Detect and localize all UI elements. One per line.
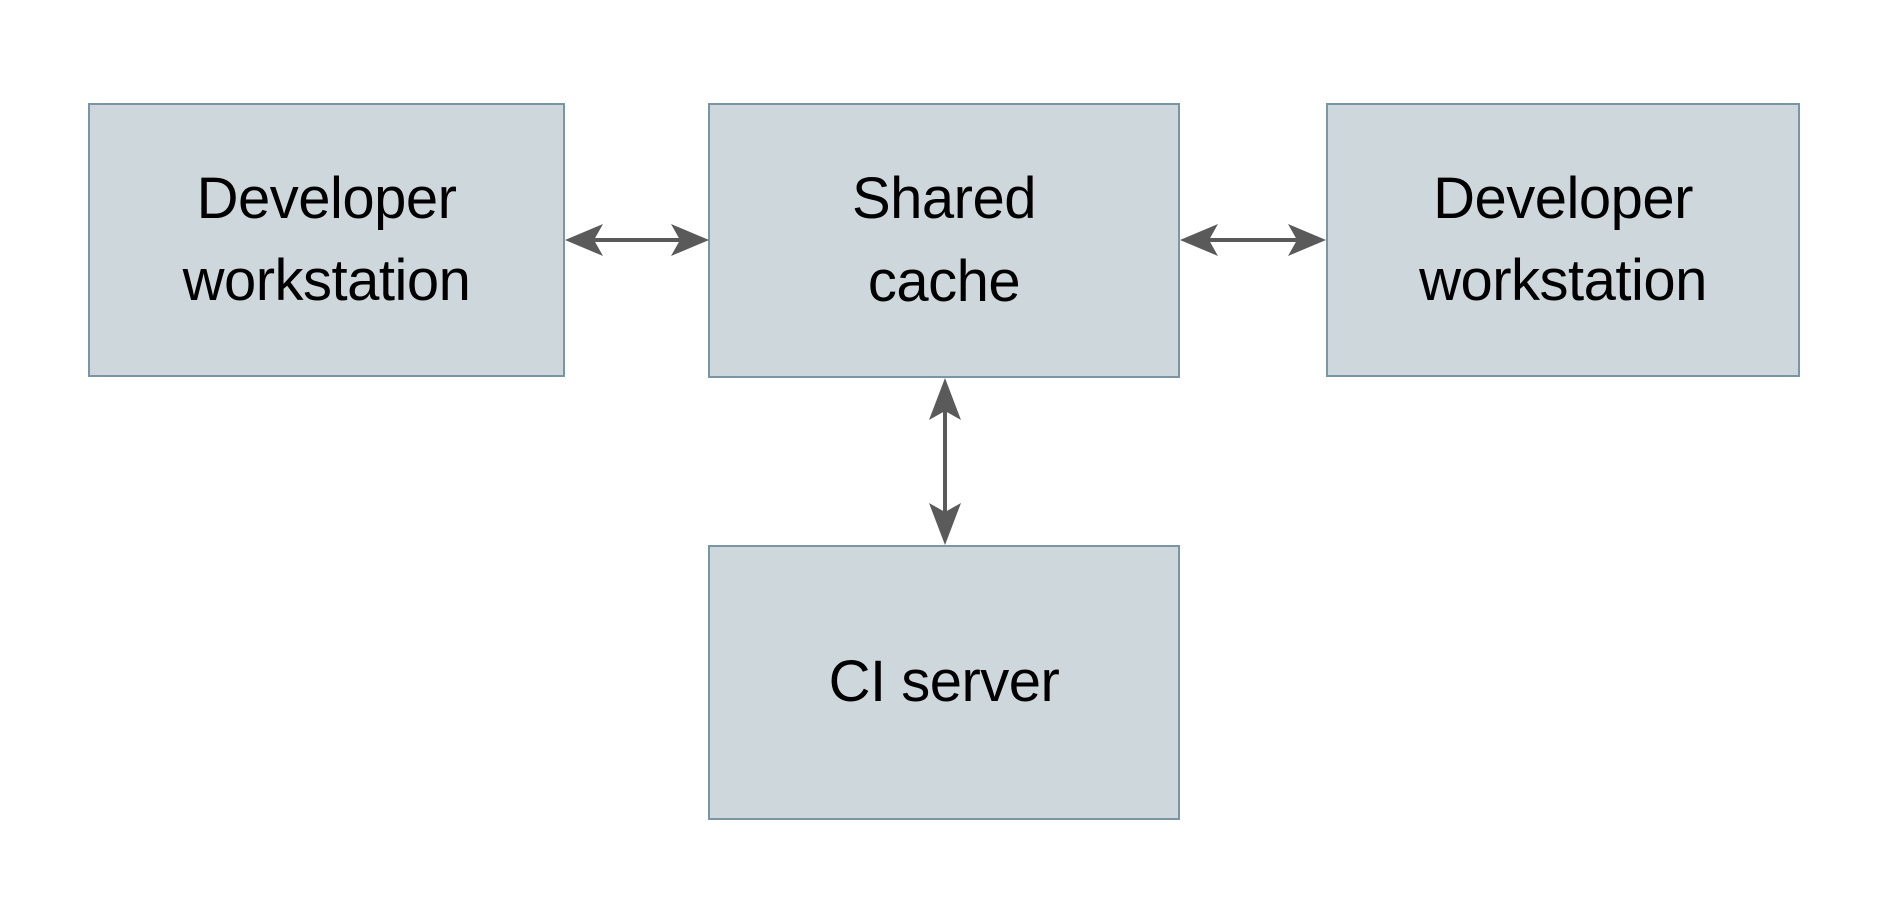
node-label: CI server	[828, 649, 1060, 715]
connector-shaft	[1204, 238, 1302, 242]
arrowhead-down-icon	[929, 503, 961, 545]
node-label: Developer workstation	[1419, 165, 1707, 313]
connector-shared-cache-to-dev-right	[1180, 224, 1326, 256]
arrowhead-left-icon	[565, 224, 603, 256]
node-developer-workstation-right[interactable]: Developer workstation	[1326, 103, 1800, 377]
node-label: Shared cache	[851, 166, 1037, 314]
arrowhead-right-icon	[1288, 224, 1326, 256]
connector-shaft	[943, 398, 947, 525]
node-shared-cache[interactable]: Shared cache	[708, 103, 1180, 378]
node-label: Developer workstation	[182, 165, 471, 313]
connector-dev-left-to-shared-cache	[565, 224, 709, 256]
connector-shaft	[589, 238, 685, 242]
node-developer-workstation-left[interactable]: Developer workstation	[88, 103, 565, 377]
arrowhead-up-icon	[929, 378, 961, 420]
arrowhead-right-icon	[671, 224, 709, 256]
connector-shared-cache-to-ci-server	[929, 378, 961, 545]
arrowhead-left-icon	[1180, 224, 1218, 256]
node-ci-server[interactable]: CI server	[708, 545, 1180, 820]
